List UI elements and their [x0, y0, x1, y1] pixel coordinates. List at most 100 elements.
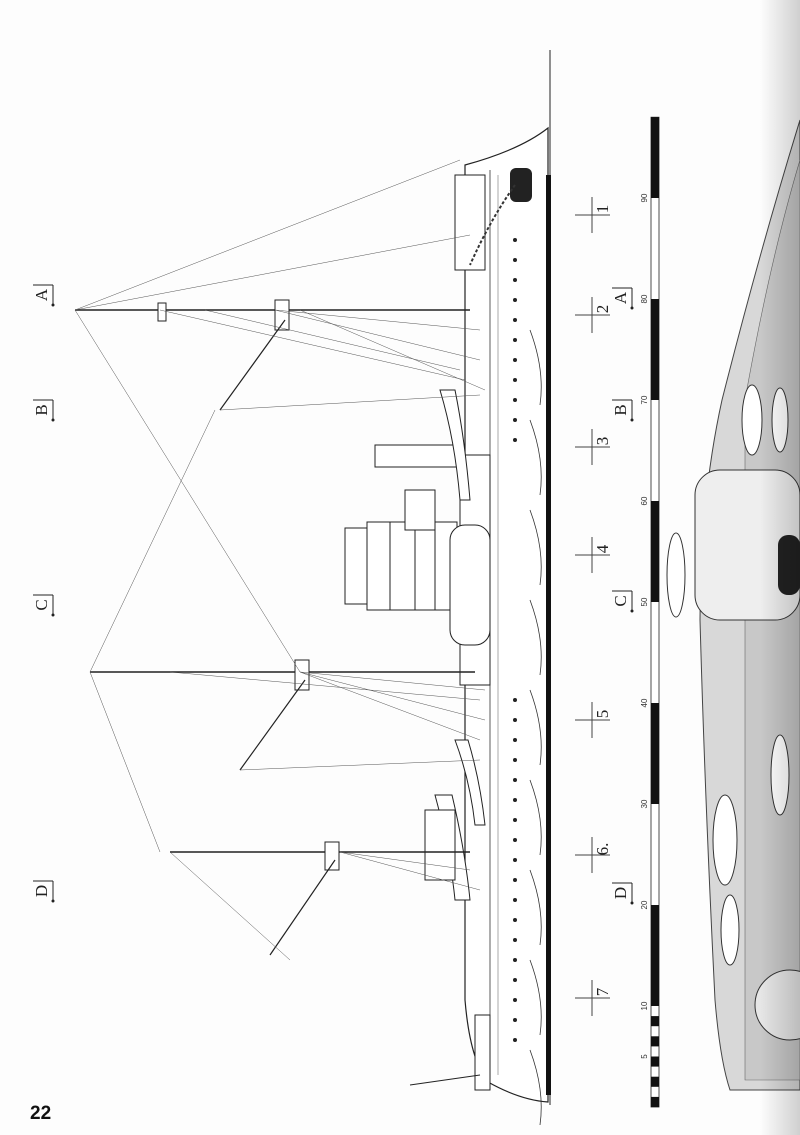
net-boom [529, 329, 542, 406]
plan-superstructure [694, 469, 800, 621]
bridge [404, 489, 436, 531]
porthole [513, 918, 517, 922]
section-markers-left: A B C D [32, 284, 55, 903]
boat [449, 524, 491, 646]
section-marker: C [611, 590, 634, 613]
frame-label: 4 [593, 544, 612, 553]
fighting-top [294, 659, 310, 691]
derrick [269, 859, 336, 956]
ensign-staff [409, 1074, 481, 1086]
porthole [513, 958, 517, 962]
porthole [513, 378, 517, 382]
scale-segment [651, 117, 659, 198]
portholes [513, 238, 517, 1042]
net-boom [529, 509, 542, 586]
porthole [513, 298, 517, 302]
net-boom [529, 689, 542, 766]
net-boom [529, 1049, 542, 1126]
section-marker: C [32, 594, 55, 617]
net-boom [529, 599, 542, 676]
funnel-bands [389, 522, 436, 610]
keel [546, 175, 551, 1095]
scale-label: 80 [640, 294, 649, 303]
rigging-line [299, 671, 486, 691]
plan-boat [712, 794, 738, 886]
porthole [513, 818, 517, 822]
section-marker: D [32, 880, 55, 903]
scale-label: 60 [640, 496, 649, 505]
scale-label: 5 [640, 1054, 649, 1059]
funnel [366, 521, 458, 611]
scale-segment [651, 1036, 659, 1047]
porthole [513, 898, 517, 902]
rigging-line [339, 851, 471, 871]
anchor-chain [469, 184, 516, 266]
net-boom [529, 419, 542, 496]
ventilator-pipes [374, 444, 466, 468]
plan-funnel [778, 535, 800, 595]
rigging-line [239, 759, 481, 771]
porthole [513, 1038, 517, 1042]
rigging-lines [74, 159, 486, 961]
porthole [513, 698, 517, 702]
section-label: B [611, 404, 630, 415]
porthole [513, 798, 517, 802]
section-marker: B [611, 399, 634, 422]
section-label: D [32, 885, 51, 897]
porthole [513, 278, 517, 282]
frame-label: 3 [593, 437, 612, 446]
scale-segment [651, 1076, 659, 1087]
porthole [513, 838, 517, 842]
scale-label: 90 [640, 193, 649, 202]
rigging-line [299, 671, 481, 741]
scale-segment [651, 501, 659, 602]
derrick [219, 319, 286, 411]
frame-marker: 2 [575, 297, 612, 333]
scale-segment [651, 905, 659, 1006]
plan-boat [771, 387, 789, 453]
section-marker: A [32, 284, 55, 307]
porthole [513, 1018, 517, 1022]
rigging-line [89, 671, 161, 853]
scale-segment [651, 1056, 659, 1067]
frame-marker: 5 [575, 702, 612, 738]
porthole [513, 758, 517, 762]
net-boom [529, 869, 542, 946]
section-label: B [32, 404, 51, 415]
porthole [513, 318, 517, 322]
rigging-line [204, 309, 461, 371]
rigging-line [74, 234, 471, 311]
fighting-top [324, 841, 340, 871]
porthole [513, 978, 517, 982]
torpedo-net-booms [529, 329, 542, 1126]
scale-label: 30 [640, 799, 649, 808]
rigging-line [89, 409, 216, 673]
rigging-line [169, 671, 481, 701]
scale-label: 10 [640, 1001, 649, 1010]
scale-segment [651, 1096, 659, 1107]
frame-label: 7 [593, 987, 612, 996]
hawse-pipe [510, 168, 532, 202]
frame-marker: 7 [575, 980, 612, 1016]
porthole [513, 938, 517, 942]
frame-marker: 3 [575, 429, 612, 465]
section-marker: D [611, 882, 634, 905]
porthole [513, 258, 517, 262]
frame-label: 1 [593, 205, 612, 214]
rigging-line [274, 309, 481, 361]
rigging-line [74, 309, 301, 673]
funnel-cap [344, 527, 368, 605]
frame-label: 2 [593, 305, 612, 314]
frame-label: 5 [593, 710, 612, 719]
page-number: 22 [30, 1103, 52, 1124]
rigging-line [159, 309, 466, 381]
scale-segment [651, 299, 659, 400]
porthole [513, 438, 517, 442]
section-label: A [32, 288, 51, 301]
rigging-line [219, 394, 481, 411]
derrick [239, 679, 306, 771]
frame-marker: 6. [575, 837, 612, 873]
section-label: C [611, 595, 630, 606]
